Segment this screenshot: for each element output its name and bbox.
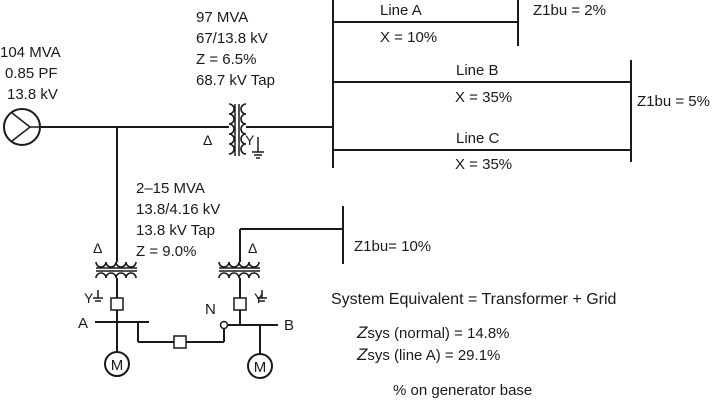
- aux-transformer-1-symbol: [93, 261, 137, 302]
- aux-transformer-2-delta-symbol: Δ: [248, 240, 257, 256]
- aux-transformer-2-wye-symbol: Y: [254, 290, 264, 306]
- aux-transformer-rating: 2–15 MVA: [136, 180, 205, 197]
- generator-rating: 104 MVA: [0, 44, 61, 61]
- line-c-reactance: X = 35%: [455, 156, 512, 173]
- line-b-reactance: X = 35%: [455, 89, 512, 106]
- bus-a-label: A: [78, 315, 88, 332]
- main-transformer-delta-symbol: Δ: [203, 132, 212, 148]
- bus-b-label: B: [284, 317, 294, 334]
- main-transformer-wye-symbol: Y: [245, 132, 255, 148]
- zsys-normal-symbol: Z: [356, 323, 368, 342]
- zsys-normal: Zsys (normal) = 14.8%: [356, 323, 510, 342]
- main-transformer-tap: 68.7 kV Tap: [196, 72, 275, 89]
- line-b-label: Line B: [456, 62, 499, 79]
- line-a-reactance: X = 10%: [380, 29, 437, 46]
- zsys-line-a: Zsys (line A) = 29.1%: [356, 345, 500, 364]
- motor-b-label: M: [254, 359, 267, 376]
- aux-transformer-ratio: 13.8/4.16 kV: [136, 201, 220, 218]
- bus-n-label: N: [205, 301, 216, 318]
- line-c-label: Line C: [456, 130, 500, 147]
- motor-a: [104, 351, 130, 377]
- generator-voltage: 13.8 kV: [7, 86, 58, 103]
- tie-breaker-open: [219, 320, 229, 330]
- generator-symbol: [3, 108, 41, 146]
- aux-transformer-tap: 13.8 kV Tap: [136, 222, 215, 239]
- breaker-a: [110, 297, 124, 311]
- line-a-label: Line A: [380, 2, 422, 19]
- aux-transformer-1-wye-symbol: Y: [84, 290, 94, 306]
- generator-base-note: % on generator base: [393, 382, 532, 399]
- aux-transformer-1-delta-symbol: Δ: [93, 240, 102, 256]
- main-transformer-rating: 97 MVA: [196, 9, 248, 26]
- aux-transformer-impedance: Z = 9.0%: [136, 243, 196, 260]
- main-transformer-impedance: Z = 6.5%: [196, 51, 256, 68]
- system-equivalent-note: System Equivalent = Transformer + Grid: [331, 291, 616, 308]
- zsys-line-a-symbol: Z: [356, 345, 368, 364]
- main-transformer-ratio: 67/13.8 kV: [196, 30, 268, 47]
- right-grid-impedance: Z1bu= 10%: [354, 238, 431, 255]
- zsys-normal-value: sys (normal) = 14.8%: [367, 325, 509, 342]
- lines-bc-grid-impedance: Z1bu = 5%: [637, 93, 710, 110]
- motor-a-label: M: [111, 357, 124, 374]
- line-a-grid-impedance: Z1bu = 2%: [533, 2, 606, 19]
- motor-b: [247, 353, 273, 379]
- zsys-line-a-value: sys (line A) = 29.1%: [367, 347, 500, 364]
- generator-power-factor: 0.85 PF: [5, 65, 58, 82]
- breaker-b: [233, 297, 247, 311]
- tie-breaker: [173, 335, 187, 349]
- main-transformer-symbol: [228, 103, 264, 159]
